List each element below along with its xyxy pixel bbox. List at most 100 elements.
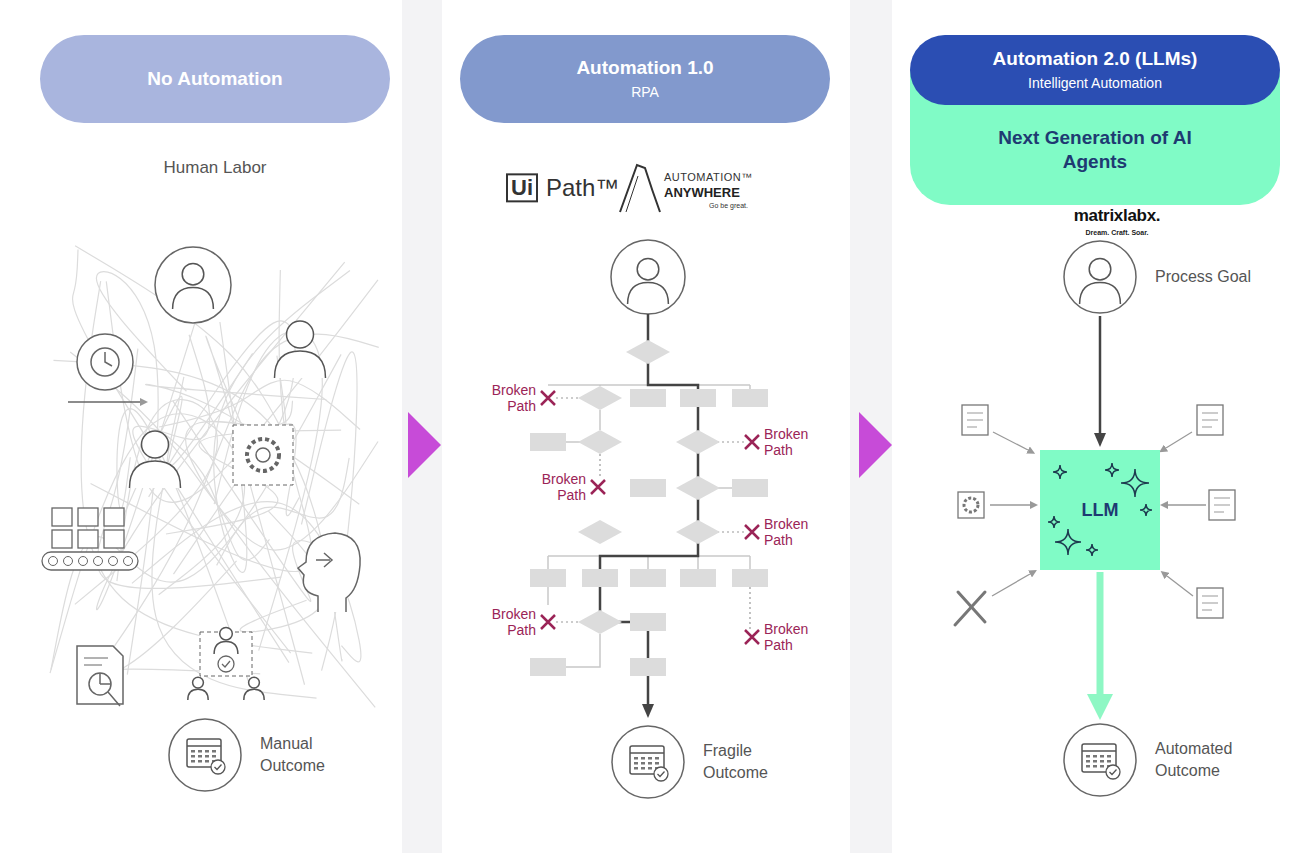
rpa-flowchart <box>698 555 750 557</box>
calendar-icon <box>634 762 638 765</box>
labor-icon <box>222 661 230 667</box>
tangled-workflow <box>214 271 350 573</box>
calendar-icon <box>1063 723 1137 797</box>
flow-arrow <box>1099 316 1102 433</box>
column-divider <box>402 0 892 853</box>
brand-logo <box>620 165 660 212</box>
column-caption: Human Labor <box>163 158 266 178</box>
outcome-circle: Fragile Outcome <box>611 725 808 799</box>
tangled-workflow <box>106 280 378 502</box>
input-icon <box>1167 576 1193 596</box>
labor-icon <box>105 352 112 366</box>
labor-icon <box>78 508 98 526</box>
labor-icon <box>130 461 181 488</box>
labor-icon <box>84 658 108 665</box>
calendar-icon <box>205 750 209 753</box>
labor-icon <box>155 247 231 323</box>
labor-icon <box>193 677 204 688</box>
labor-icon <box>68 401 140 403</box>
labor-icon <box>52 530 72 548</box>
calendar-icon <box>191 750 195 753</box>
labor-icon <box>249 677 260 688</box>
person-icon <box>1063 240 1137 314</box>
broken-mark <box>745 525 759 539</box>
tangled-workflow <box>53 360 341 661</box>
tangled-workflow <box>133 335 291 653</box>
brand-logo <box>620 165 660 212</box>
outcome-circle: Manual Outcome <box>168 718 365 792</box>
input-icon <box>990 504 1030 505</box>
rpa-flowchart <box>626 340 670 364</box>
outcome-label: Fragile Outcome <box>703 740 808 783</box>
rpa-flowchart <box>680 389 716 407</box>
input-icon <box>1202 596 1218 610</box>
rpa-flowchart <box>530 569 566 587</box>
labor-icon <box>64 557 73 566</box>
input-icon <box>1209 490 1235 520</box>
calendar-icon <box>641 767 645 770</box>
labor-icon <box>244 689 264 700</box>
rpa-flowchart <box>600 314 698 704</box>
rpa-flowchart <box>530 433 566 451</box>
outcome-label: Automated Outcome <box>1155 738 1260 781</box>
input-icon <box>962 405 988 435</box>
rpa-flowchart <box>630 479 666 497</box>
labor-icon <box>124 557 133 566</box>
calendar-icon <box>1086 760 1090 763</box>
calendar-icon <box>1107 760 1111 763</box>
outcome-circle: Process Goal <box>1063 240 1260 314</box>
calendar-icon <box>634 757 638 760</box>
calendar-icon <box>1064 724 1136 796</box>
calendar-icon <box>658 772 665 777</box>
calendar-icon <box>1082 750 1116 752</box>
person-icon <box>1064 241 1136 313</box>
rpa-flowchart <box>637 258 659 280</box>
logo-mark: Ui <box>506 173 538 202</box>
labor-icon <box>42 247 360 706</box>
rpa-flowchart <box>548 555 600 557</box>
calendar-icon <box>1106 765 1120 779</box>
broken-mark <box>591 480 605 494</box>
broken-path-label: Broken Path <box>764 516 819 548</box>
flow-arrow <box>1097 572 1104 694</box>
logo-wordmark: ANYWHERE <box>664 185 740 200</box>
calendar-icon <box>648 757 652 760</box>
stage-arrow <box>408 412 892 478</box>
calendar-icon <box>205 755 209 758</box>
calendar-icon <box>1093 765 1097 768</box>
calendar-icon <box>648 767 652 770</box>
labor-icon <box>233 425 293 485</box>
calendar-icon <box>655 757 659 760</box>
broken-mark <box>541 615 555 629</box>
tangled-workflow <box>186 401 376 707</box>
rpa-flowchart <box>578 430 622 454</box>
sparkle <box>1053 465 1067 479</box>
broken-mark <box>541 391 759 644</box>
labor-icon <box>94 557 103 566</box>
tangled-workflow <box>206 336 305 685</box>
labor-icon <box>109 557 118 566</box>
rpa-flowchart <box>530 658 566 676</box>
calendar-icon <box>211 760 225 774</box>
stage-arrow <box>859 412 892 478</box>
labor-icon <box>218 656 234 672</box>
tangled-workflow <box>159 380 360 429</box>
rpa-flowchart <box>582 569 618 587</box>
broken-mark <box>541 391 555 405</box>
rpa-flowchart <box>676 520 720 544</box>
stage-title: Automation 2.0 (LLMs) <box>993 47 1198 71</box>
labor-icon <box>42 552 138 570</box>
rpa-flowchart <box>578 386 622 410</box>
labor-icon <box>298 533 360 612</box>
input-icon <box>964 498 978 512</box>
logo-wordmark: Path™ <box>546 174 619 202</box>
labor-icon <box>220 627 233 640</box>
calendar-icon <box>655 762 659 765</box>
input-icon <box>1197 405 1223 435</box>
person-icon <box>1080 282 1121 304</box>
rpa-flowchart <box>599 385 601 386</box>
labor-icon <box>100 673 120 706</box>
stage-arrow <box>408 412 441 478</box>
calendar-icon <box>191 760 195 763</box>
rpa-flowchart <box>630 658 666 676</box>
